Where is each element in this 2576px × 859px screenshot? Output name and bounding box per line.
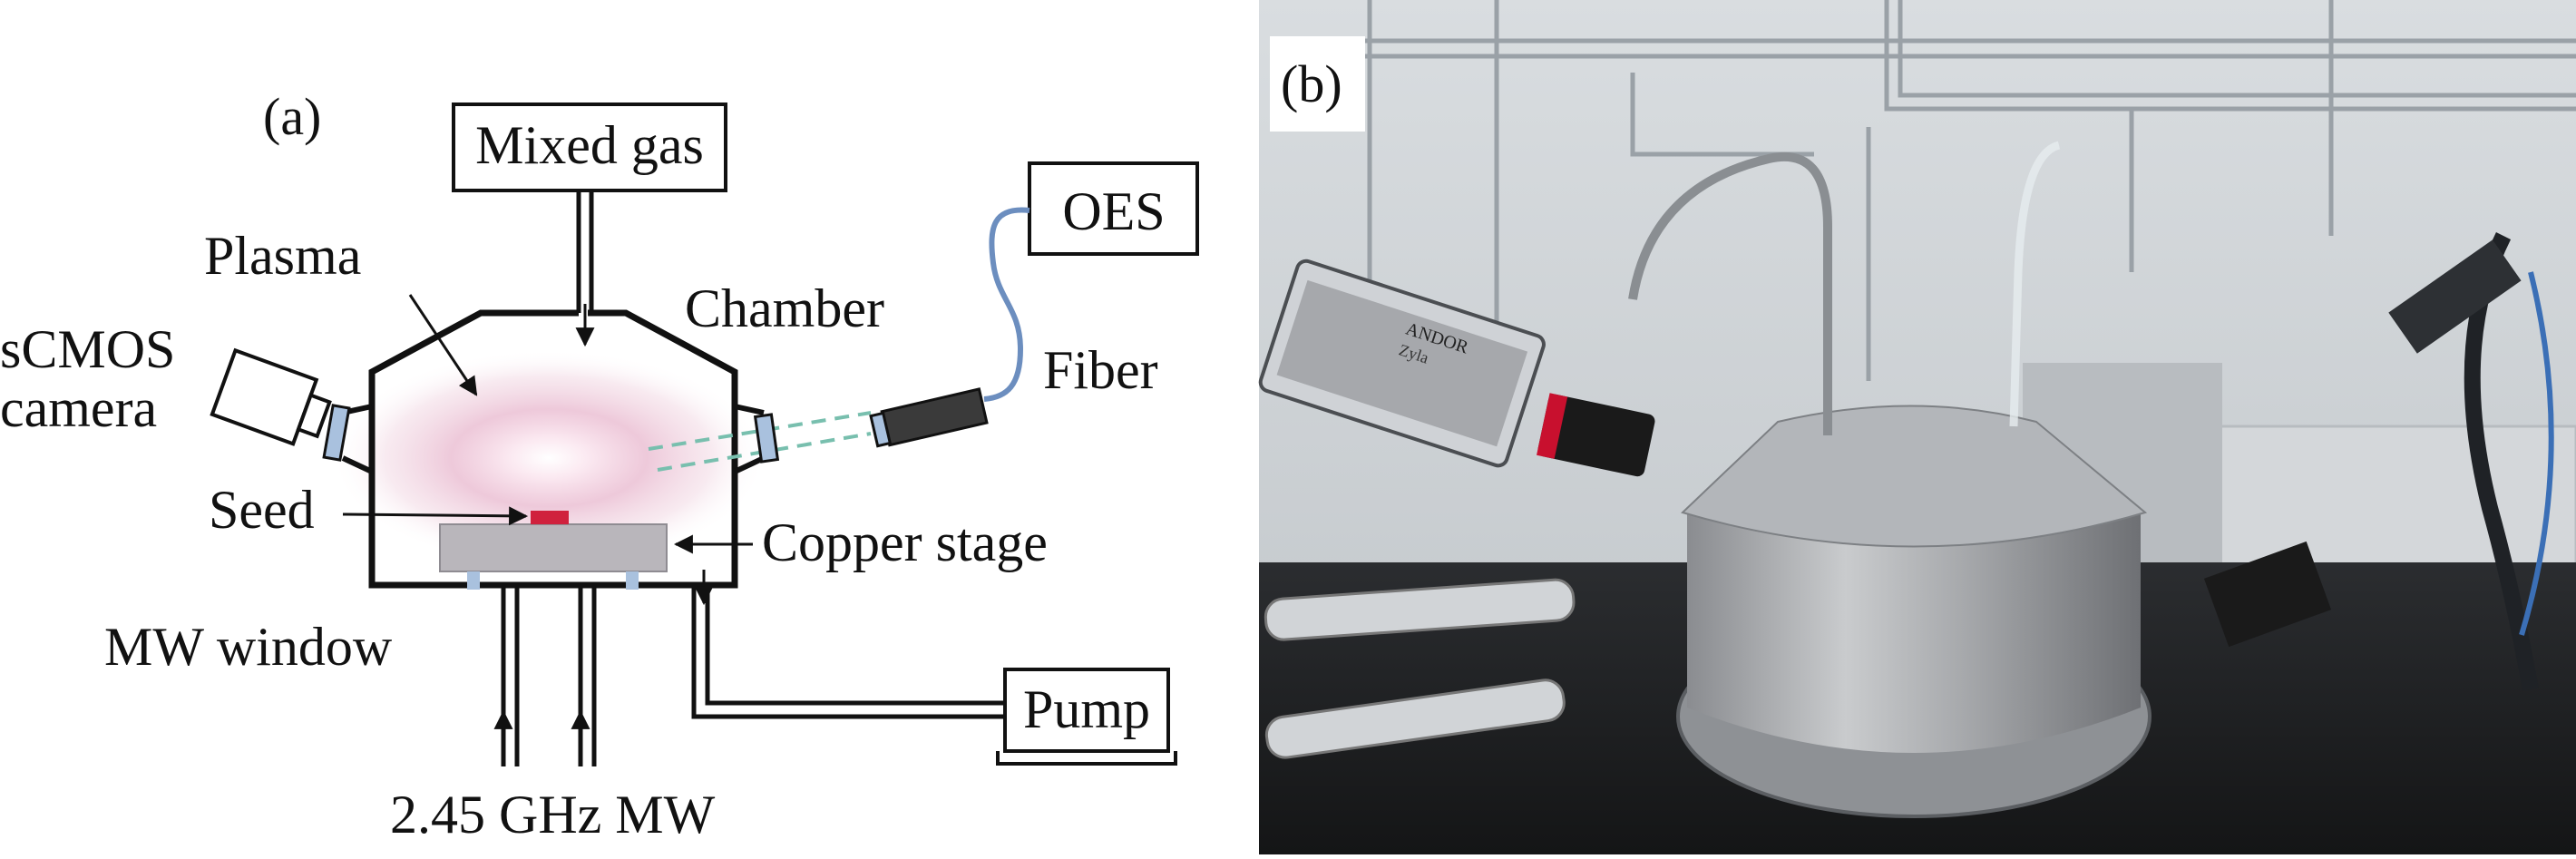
clear-tubing (2009, 141, 2061, 427)
camera-label-line2: camera (0, 378, 157, 438)
gas-tube (1628, 151, 1832, 435)
pump-line-inner (705, 585, 1005, 706)
chamber-body (1687, 508, 2141, 753)
lens-red-ring (1537, 393, 1568, 459)
seed-label: Seed (209, 480, 315, 540)
pump-line-outer (691, 585, 1005, 719)
panel-b-label: (b) (1281, 54, 1342, 113)
sCMOS-camera (210, 347, 332, 446)
fiber-label: Fiber (1043, 340, 1158, 400)
seed (531, 511, 569, 524)
chamber-dome (1681, 405, 2148, 548)
pump-box (1003, 668, 1170, 753)
plasma-label: Plasma (204, 226, 361, 286)
black-box (2203, 541, 2332, 648)
chamber-label: Chamber (685, 278, 884, 338)
panel-b-label-box (1270, 36, 1365, 132)
copper-stage (439, 523, 668, 572)
pump-label: Pump (1023, 679, 1150, 739)
mixed-gas-box (452, 102, 727, 192)
collimator (869, 387, 989, 448)
seed-leader (342, 506, 529, 526)
fiber-cable-blue (2519, 271, 2554, 636)
andor-camera: ANDOR Zyla (1258, 259, 1546, 468)
camera-label-line1: sCMOS (0, 319, 175, 379)
mw-window-right (626, 571, 639, 590)
oes-box (1028, 161, 1199, 256)
microwave-label: 2.45 GHz MW (390, 785, 716, 844)
left-viewport (322, 404, 351, 462)
actuator-lower (1264, 678, 1566, 759)
chamber-wall (368, 309, 738, 589)
optical-fiber (983, 207, 1030, 402)
panel-b-photo: ANDOR Zyla (b) (1258, 0, 2576, 854)
camera-lens (1537, 394, 1655, 477)
copper-stage-label: Copper stage (762, 512, 1048, 572)
right-viewport (753, 413, 780, 464)
mw-window-left (467, 571, 480, 590)
plasma-leader (408, 294, 478, 396)
mw-window-label: MW window (104, 617, 393, 677)
oes-label: OES (1062, 181, 1165, 241)
phone-holder (2388, 239, 2522, 354)
panel-a-schematic: (a) Mixed gas OES Fiber (0, 87, 1199, 844)
chamber-wall-right-notch (733, 404, 766, 474)
actuator-upper (1264, 578, 1576, 641)
panel-a-label: (a) (263, 87, 321, 146)
pump-base (996, 751, 1177, 766)
plasma-glow (331, 349, 766, 567)
mixed-gas-label: Mixed gas (475, 115, 704, 175)
optical-beam-upper (648, 411, 872, 451)
